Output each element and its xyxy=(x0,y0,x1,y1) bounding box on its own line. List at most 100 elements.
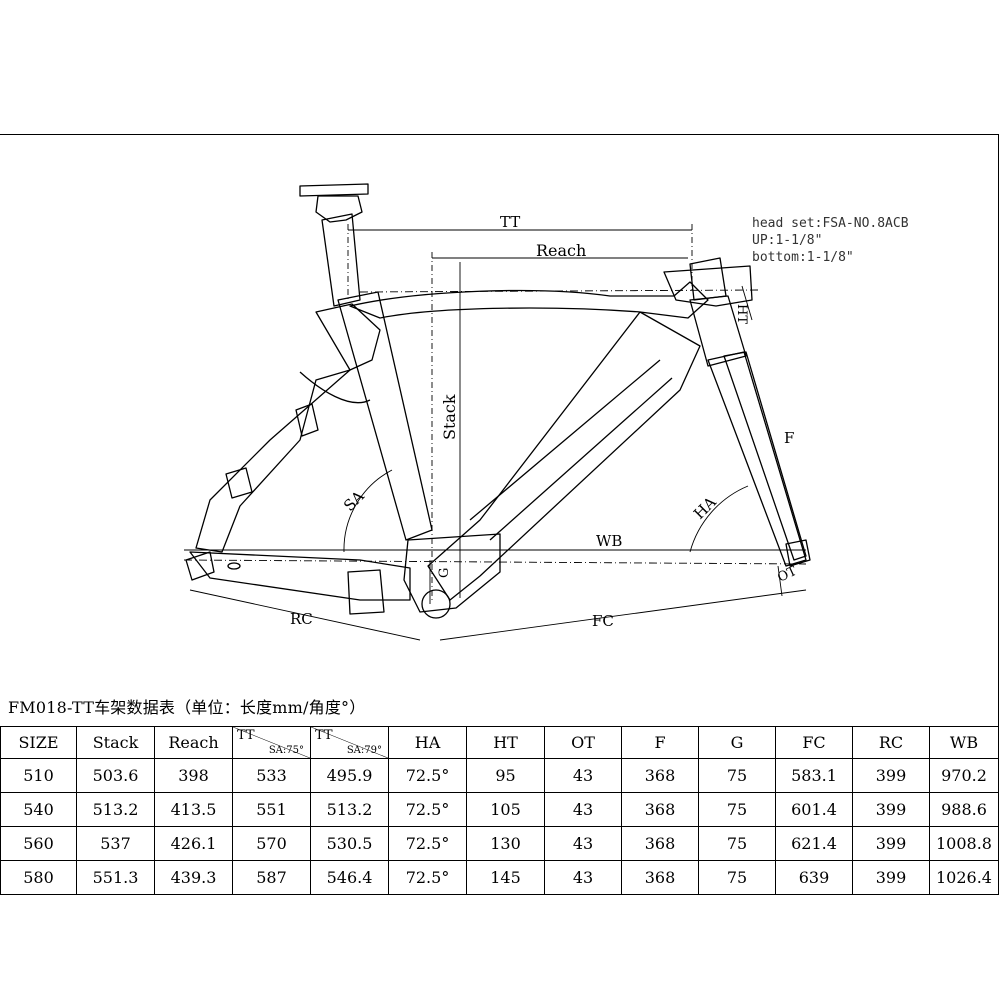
chain-stays xyxy=(185,551,411,615)
table-cell: 43 xyxy=(544,826,622,861)
table-cell: 551 xyxy=(232,792,311,827)
table-cell: 1026.4 xyxy=(929,860,999,895)
table-cell: 583.1 xyxy=(775,758,853,793)
table-cell: 399 xyxy=(852,860,930,895)
table-cell: 601.4 xyxy=(775,792,853,827)
table-cell: 399 xyxy=(852,792,930,827)
header-g: G xyxy=(698,726,776,759)
ha-arc xyxy=(689,485,749,553)
table-cell: 560 xyxy=(0,826,77,861)
table-cell: 398 xyxy=(154,758,233,793)
seat-tube xyxy=(315,291,433,541)
table-cell: 513.2 xyxy=(76,792,155,827)
table-cell: 72.5° xyxy=(388,826,467,861)
frame-geometry-diagram: TT Reach Stack SA HA HT F WB G OT RC FC … xyxy=(183,183,909,641)
ht-label: HT xyxy=(734,304,749,324)
table-cell: 368 xyxy=(621,826,699,861)
header-ht: HT xyxy=(466,726,545,759)
table-cell: 43 xyxy=(544,860,622,895)
table-cell: 587 xyxy=(232,860,311,895)
table-cell: 399 xyxy=(852,758,930,793)
table-cell: 1008.8 xyxy=(929,826,999,861)
headset-note-line3: bottom:1-1/8" xyxy=(752,250,854,265)
table-cell: 399 xyxy=(852,826,930,861)
wb-label: WB xyxy=(596,532,622,550)
table-cell: 145 xyxy=(466,860,545,895)
table-cell: 368 xyxy=(621,758,699,793)
table-cell: 551.3 xyxy=(76,860,155,895)
table-cell: 570 xyxy=(232,826,311,861)
table-cell: 368 xyxy=(621,792,699,827)
table-cell: 426.1 xyxy=(154,826,233,861)
header-ha: HA xyxy=(388,726,467,759)
header-reach: Reach xyxy=(154,726,233,759)
down-tube xyxy=(427,311,701,601)
table-cell: 513.2 xyxy=(310,792,389,827)
ha-label: HA xyxy=(690,493,720,523)
fc-label: FC xyxy=(592,612,614,630)
tt-header-sub: SA:75° xyxy=(268,745,304,756)
table-cell: 368 xyxy=(621,860,699,895)
table-cell: 75 xyxy=(698,860,776,895)
tt-label: TT xyxy=(500,213,520,231)
tt-header-label: TT xyxy=(237,728,255,743)
table-cell: 510 xyxy=(0,758,77,793)
bottom-bracket xyxy=(403,533,501,619)
diagonal-divider xyxy=(311,727,388,758)
table-cell: 621.4 xyxy=(775,826,853,861)
header-wb: WB xyxy=(929,726,999,759)
table-cell: 43 xyxy=(544,792,622,827)
header-tt-sa79: TT SA:79° xyxy=(310,726,389,759)
table-cell: 75 xyxy=(698,792,776,827)
table-cell: 580 xyxy=(0,860,77,895)
reach-label: Reach xyxy=(536,241,586,260)
header-stack: Stack xyxy=(76,726,155,759)
head-tube xyxy=(689,295,811,567)
table-cell: 43 xyxy=(544,758,622,793)
rc-label: RC xyxy=(290,610,313,628)
fc-dimension-line xyxy=(439,589,807,641)
tt-header-sub: SA:79° xyxy=(346,745,382,756)
table-cell: 540 xyxy=(0,792,77,827)
table-cell: 537 xyxy=(76,826,155,861)
g-label: G xyxy=(437,568,452,578)
table-cell: 105 xyxy=(466,792,545,827)
table-cell: 639 xyxy=(775,860,853,895)
ot-label: OT xyxy=(775,564,799,586)
rc-dimension-line xyxy=(189,589,421,641)
table-cell: 988.6 xyxy=(929,792,999,827)
table-cell: 533 xyxy=(232,758,311,793)
diagonal-divider xyxy=(233,727,310,758)
table-cell: 72.5° xyxy=(388,758,467,793)
headset-note-line2: UP:1-1/8" xyxy=(752,233,822,248)
tt-header-label: TT xyxy=(315,728,333,743)
table-cell: 503.6 xyxy=(76,758,155,793)
table-cell: 130 xyxy=(466,826,545,861)
table-cell: 75 xyxy=(698,826,776,861)
seat-stays xyxy=(195,369,371,553)
table-cell: 495.9 xyxy=(310,758,389,793)
header-tt-sa75: TT SA:75° xyxy=(232,726,311,759)
stack-label: Stack xyxy=(440,394,459,440)
headset-note-line1: head set:FSA-NO.8ACB xyxy=(752,216,909,231)
header-size: SIZE xyxy=(0,726,77,759)
seatpost xyxy=(299,183,369,307)
header-ot: OT xyxy=(544,726,622,759)
header-rc: RC xyxy=(852,726,930,759)
table-cell: 439.3 xyxy=(154,860,233,895)
table-title: FM018-TT车架数据表（单位：长度mm/角度°） xyxy=(8,698,366,717)
sa-label: SA xyxy=(340,487,368,515)
header-f: F xyxy=(621,726,699,759)
sa-arc xyxy=(343,469,393,553)
table-cell: 75 xyxy=(698,758,776,793)
table-cell: 413.5 xyxy=(154,792,233,827)
f-label: F xyxy=(784,429,794,447)
drawing-border xyxy=(0,134,999,890)
table-cell: 72.5° xyxy=(388,860,467,895)
